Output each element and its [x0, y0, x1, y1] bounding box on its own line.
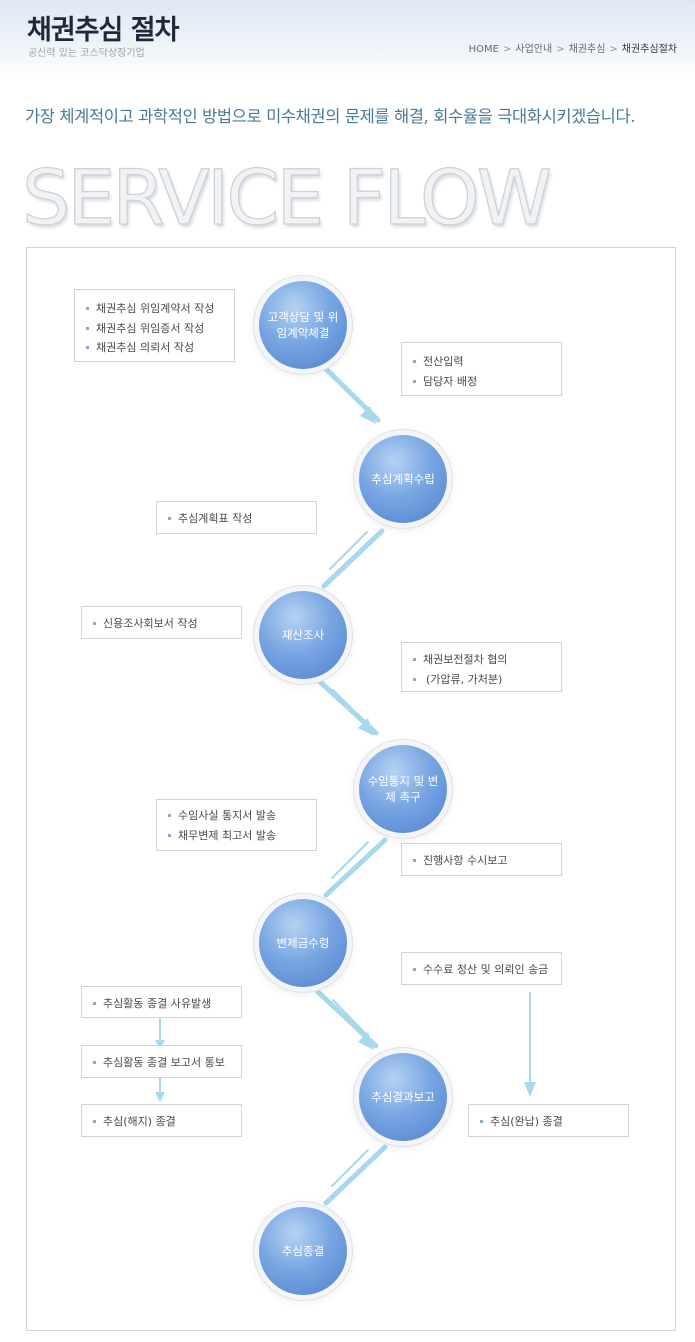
- list-item: 담당자 배정: [412, 372, 553, 392]
- breadcrumb-collection[interactable]: 채권추심: [568, 44, 606, 55]
- note-progress-report: 진행사항 수시보고: [401, 843, 562, 876]
- chevron-right-icon: >: [556, 44, 565, 55]
- note-cancel-closure: 추심(해지) 종결: [81, 1104, 242, 1137]
- list-item: 추심(완납) 종결: [479, 1112, 620, 1132]
- list-item: (가압류, 가처분): [412, 670, 553, 690]
- step-plan: 추심계획수립: [359, 435, 447, 523]
- list-item: 진행사항 수시보고: [412, 851, 553, 871]
- connector-4-shadow: [331, 841, 369, 879]
- arrowhead-3: [358, 718, 374, 736]
- connector-2: [321, 528, 385, 589]
- breadcrumb: HOME>사업안내>채권추심>채권추심절차: [469, 40, 677, 55]
- connector-3-shadow: [332, 689, 369, 726]
- arrowhead-1: [360, 406, 376, 424]
- step-closure: 추심종결: [259, 1207, 347, 1295]
- list-item: 채권추심 위임증서 작성: [85, 319, 226, 339]
- note-paid-closure: 추심(완납) 종결: [468, 1104, 629, 1137]
- note-registration: 전산입력 담당자 배정: [401, 342, 562, 396]
- connector-4: [323, 837, 388, 898]
- list-item: 채무변제 최고서 발송: [167, 826, 308, 846]
- list-item: 전산입력: [412, 352, 553, 372]
- page-header: 채권추심 절차 공신력 있는 코스닥상장기업 HOME>사업안내>채권추심>채권…: [0, 0, 695, 80]
- flow-panel: [26, 247, 676, 1331]
- note-notices: 수임사실 통지서 발송 채무변제 최고서 발송: [156, 799, 317, 851]
- note-preservation: 채권보전절차 협의 (가압류, 가처분): [401, 642, 562, 692]
- page-title: 채권추심 절차: [27, 15, 179, 46]
- list-item: 신용조사회보서 작성: [92, 614, 233, 634]
- list-item: 추심(해지) 종결: [92, 1112, 233, 1132]
- note-contract-docs: 채권추심 위임계약서 작성 채권추심 위임증서 작성 채권추심 의뢰서 작성: [74, 289, 235, 362]
- note-plan-table: 추심계획표 작성: [156, 501, 317, 534]
- step-payment-receipt: 변제금수령: [259, 899, 347, 987]
- connector-2-shadow: [329, 531, 368, 570]
- arrowhead-left-2: [155, 1092, 165, 1102]
- note-termination-cause: 추심활동 종결 사유발생: [81, 986, 242, 1018]
- intro-text: 가장 체계적이고 과학적인 방법으로 미수채권의 문제를 해결, 회수율을 극대…: [25, 107, 636, 126]
- note-credit-report: 신용조사회보서 작성: [81, 606, 242, 639]
- list-item: 수임사실 통지서 발송: [167, 806, 308, 826]
- arrowhead-5: [358, 1032, 374, 1050]
- breadcrumb-business[interactable]: 사업안내: [515, 44, 553, 55]
- chevron-right-icon: >: [609, 44, 618, 55]
- step-consultation-contract: 고객상담 및 위임계약체결: [259, 281, 347, 369]
- step-notice-demand: 수임통지 및 변제 촉구: [359, 745, 447, 833]
- breadcrumb-current: 채권추심절차: [621, 44, 677, 55]
- connector-6-shadow: [331, 1149, 369, 1187]
- note-fee-settlement: 수수료 정산 및 의뢰인 송금: [401, 952, 562, 985]
- step-result-report: 추심결과보고: [359, 1053, 447, 1141]
- list-item: 채권보전절차 협의: [412, 650, 553, 670]
- note-termination-report: 추심활동 종결 보고서 통보: [81, 1045, 242, 1078]
- step-asset-investigation: 재산조사: [259, 591, 347, 679]
- list-item: 추심활동 종결 보고서 통보: [92, 1053, 233, 1073]
- breadcrumb-home[interactable]: HOME: [468, 44, 499, 55]
- connector-5-shadow: [332, 999, 369, 1037]
- arrowhead-right: [524, 1082, 536, 1097]
- section-title: SERVICE FLOW: [21, 152, 552, 242]
- list-item: 채권추심 의뢰서 작성: [85, 338, 226, 358]
- list-item: 추심계획표 작성: [167, 509, 308, 529]
- list-item: 수수료 정산 및 의뢰인 송금: [412, 960, 553, 980]
- page-subtitle: 공신력 있는 코스닥상장기업: [28, 48, 145, 59]
- chevron-right-icon: >: [503, 44, 512, 55]
- list-item: 채권추심 위임계약서 작성: [85, 299, 226, 319]
- list-item: 추심활동 종결 사유발생: [92, 994, 233, 1014]
- connector-6: [323, 1144, 388, 1206]
